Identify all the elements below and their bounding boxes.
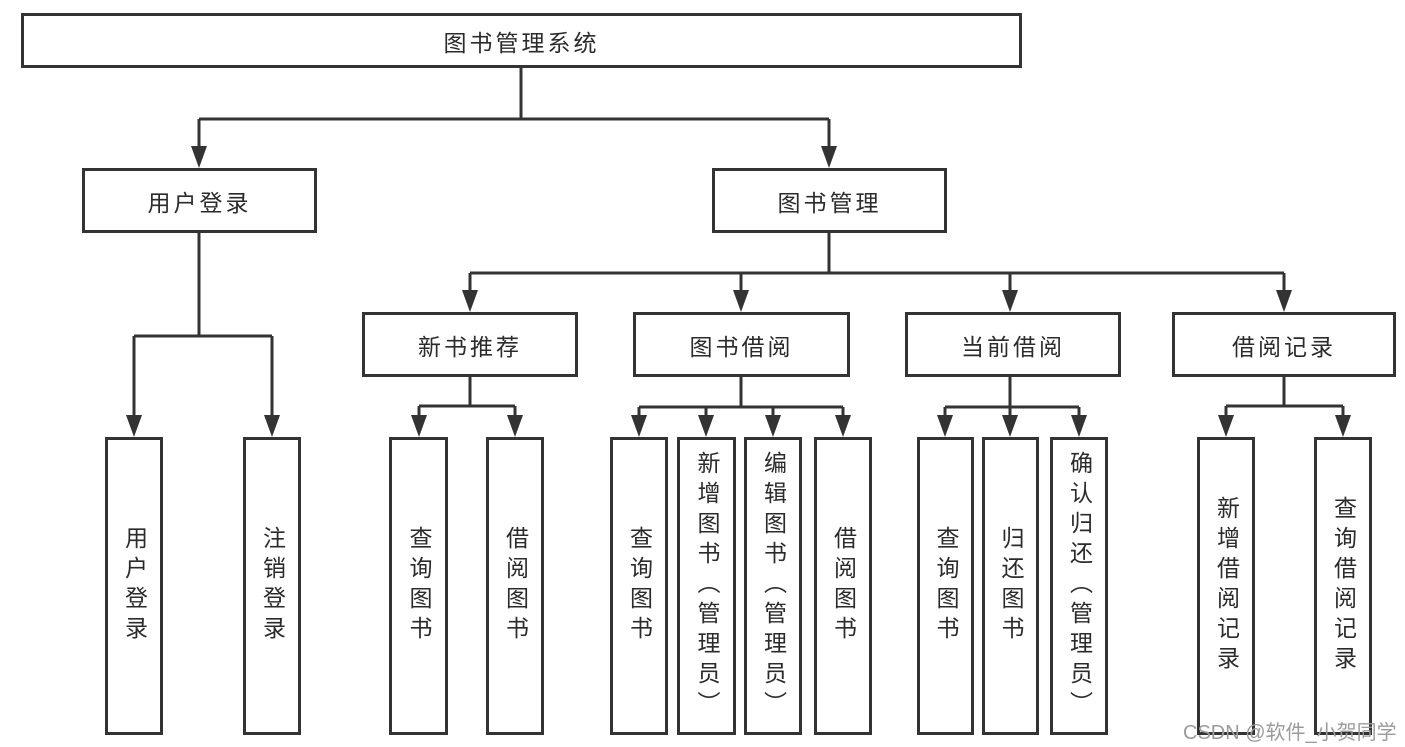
node-current-borrowing: 当前借阅 (905, 312, 1121, 377)
leaf-return-books: 归还图书 (982, 437, 1039, 735)
node-library-system: 图书管理系统 (21, 13, 1022, 68)
node-new-book-recommendation: 新书推荐 (362, 312, 578, 377)
leaf-add-borrow-record: 新增借阅记录 (1197, 437, 1255, 735)
leaf-borrow-books-borrow: 借阅图书 (814, 437, 872, 735)
tree-edges (132, 68, 1345, 417)
node-borrowing-records: 借阅记录 (1172, 312, 1396, 377)
node-book-management: 图书管理 (712, 168, 947, 233)
arrowheads (126, 146, 1351, 437)
leaf-add-books-admin: 新增图书（管理员） (677, 437, 736, 735)
leaf-query-books-borrow: 查询图书 (610, 437, 668, 735)
leaf-confirm-return-admin: 确认归还（管理员） (1050, 437, 1108, 735)
leaf-query-borrow-record: 查询借阅记录 (1314, 437, 1372, 735)
watermark-csdn: CSDN @软件_小贺同学 (1183, 722, 1397, 744)
node-user-login: 用户登录 (82, 168, 317, 233)
leaf-user-login: 用户登录 (105, 437, 163, 735)
leaf-borrow-books-newbook: 借阅图书 (486, 437, 544, 735)
leaf-logout: 注销登录 (243, 437, 301, 735)
leaf-query-books-newbook: 查询图书 (389, 437, 448, 735)
leaf-query-books-current: 查询图书 (917, 437, 974, 735)
leaf-edit-books-admin: 编辑图书（管理员） (744, 437, 802, 735)
node-book-borrowing: 图书借阅 (633, 312, 850, 377)
